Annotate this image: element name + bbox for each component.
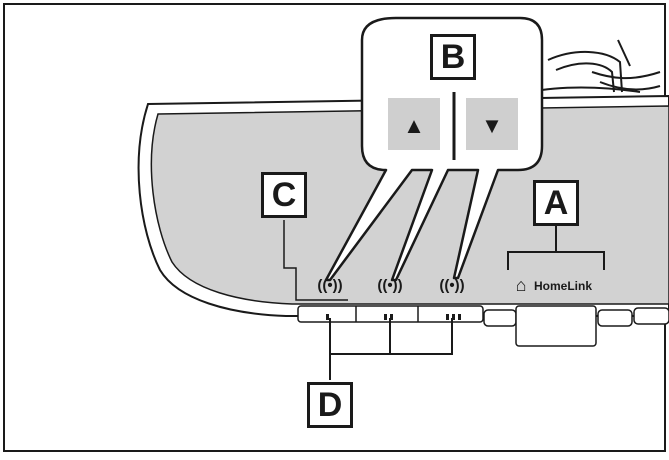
up-arrow-icon: ▲ (403, 113, 425, 138)
home-icon: ⌂ (516, 275, 527, 295)
d-bracket (329, 318, 453, 380)
up-button (388, 98, 440, 150)
label-a: A (533, 180, 579, 226)
label-b: B (430, 34, 476, 80)
homelink-logo-text: HomeLink (534, 279, 592, 293)
signal-indicator-2-icon: ((•)) (377, 277, 402, 294)
a-bracket (507, 222, 605, 270)
c-leader-line (283, 220, 348, 301)
label-d: D (307, 382, 353, 428)
label-c: C (261, 172, 307, 218)
down-arrow-icon: ▼ (481, 113, 503, 138)
bottom-button-pips (326, 314, 461, 320)
signal-indicator-1-icon: ((•)) (317, 277, 342, 294)
signal-indicator-3-icon: ((•)) (439, 277, 464, 294)
down-button (466, 98, 518, 150)
bottom-button-strip (297, 305, 669, 347)
